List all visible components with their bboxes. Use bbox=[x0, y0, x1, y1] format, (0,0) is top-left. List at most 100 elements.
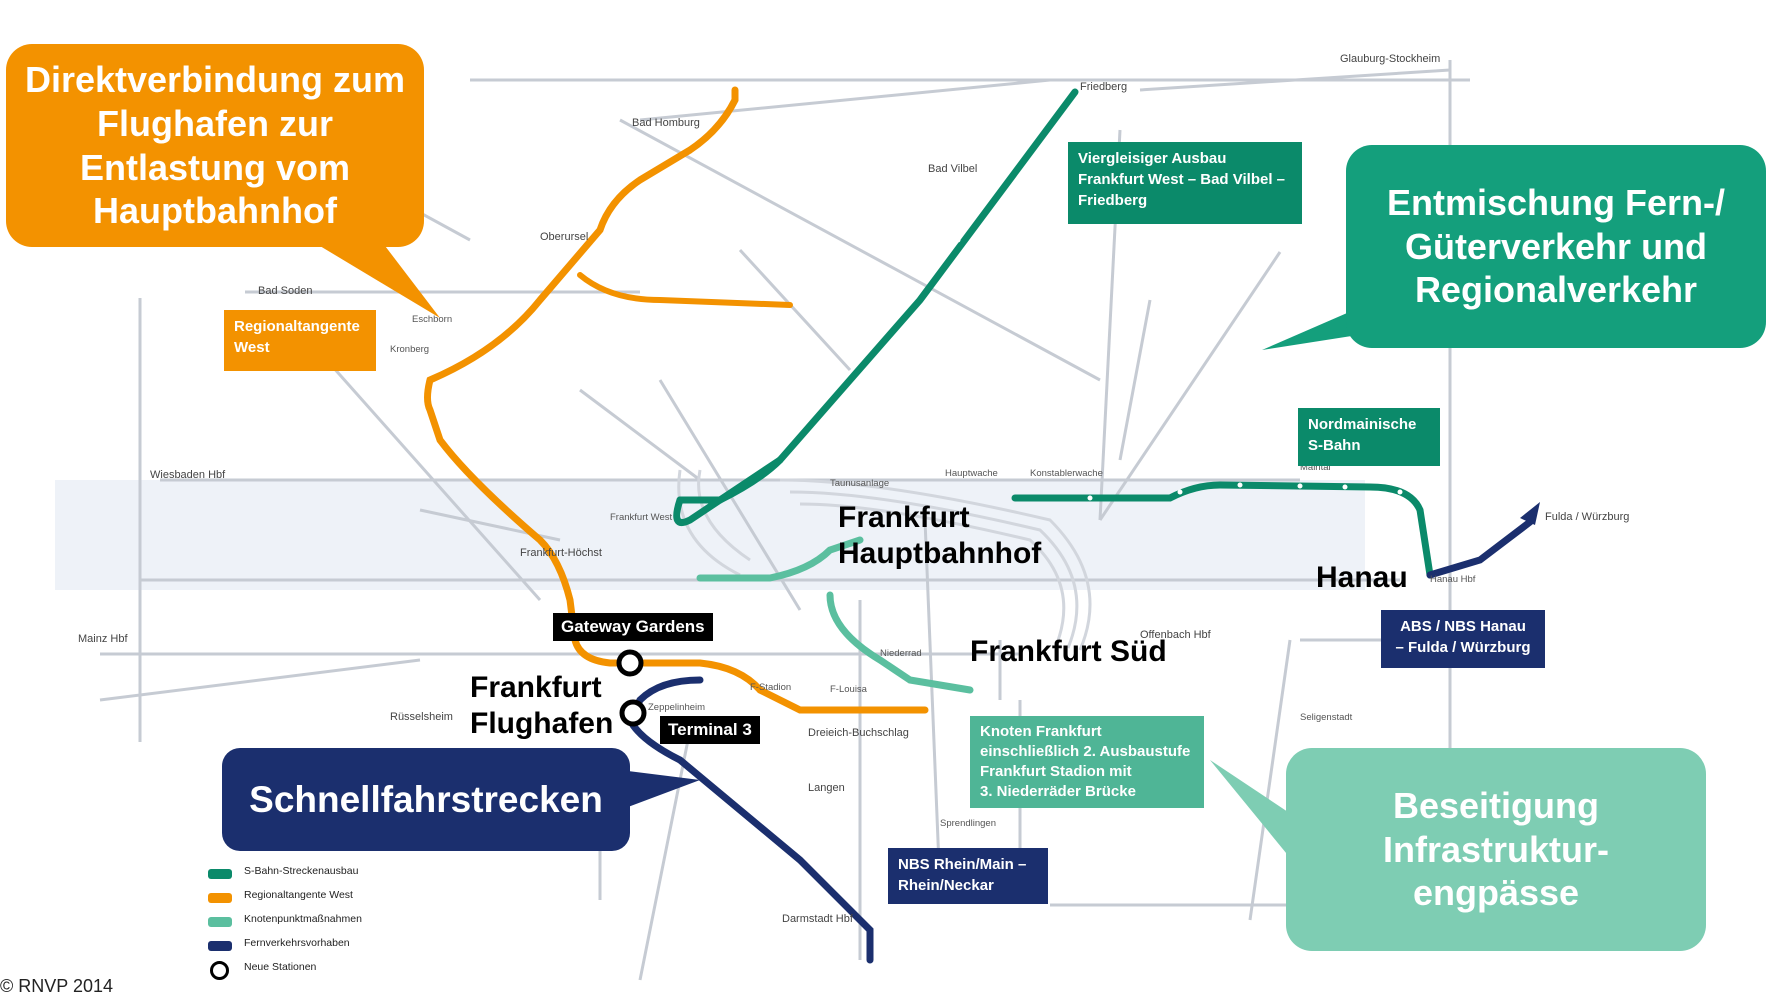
flughafen-station-ring bbox=[619, 699, 647, 727]
station-hbf-line2: Hauptbahnhof bbox=[838, 537, 1042, 570]
gateway-gardens-station-ring bbox=[616, 649, 644, 677]
legend-row: Regionaltangente West bbox=[206, 888, 426, 912]
tag-regionaltangente-west: Regionaltangente West bbox=[224, 310, 376, 371]
label-konstablerwache: Konstablerwache bbox=[1030, 468, 1103, 479]
legend-row: S-Bahn-Streckenausbau bbox=[206, 864, 426, 888]
station-flughafen-line2: Flughafen bbox=[470, 707, 614, 740]
tag-abs-nbs-hanau: ABS / NBS Hanau – Fulda / Würzburg bbox=[1381, 610, 1545, 668]
label-taunusanlage: Taunusanlage bbox=[830, 478, 889, 489]
station-flughafen-line1: Frankfurt bbox=[470, 671, 602, 704]
regionaltangente-branch-line bbox=[577, 272, 793, 308]
legend-label: Regionaltangente West bbox=[244, 889, 353, 901]
label-hanau-hbf: Hanau Hbf bbox=[1430, 574, 1476, 585]
tag-abs-line2: – Fulda / Würzburg bbox=[1395, 639, 1531, 656]
label-frankfurt-west: Frankfurt West bbox=[610, 512, 672, 523]
tag-regionaltangente-line2: West bbox=[234, 339, 270, 356]
sbahn-frankfurt-west-branch-line bbox=[673, 456, 784, 526]
label-fulda: Fulda / Würzburg bbox=[1545, 511, 1629, 523]
label-hoechst: Frankfurt-Höchst bbox=[520, 547, 602, 559]
station-label-hauptbahnhof: Frankfurt Hauptbahnhof bbox=[838, 500, 1041, 572]
minor-station-labels: Bad Homburg Friedberg Bad Vilbel Wiesbad… bbox=[78, 53, 1629, 925]
label-bad-homburg: Bad Homburg bbox=[632, 117, 700, 129]
label-seligenstadt: Seligenstadt bbox=[1300, 712, 1353, 723]
knoten-hbf-west-line bbox=[696, 536, 864, 582]
callout-high-speed-lines-text: Schnellfahrstrecken bbox=[249, 778, 603, 820]
tag-viergleisig-line1: Viergleisiger Ausbau bbox=[1078, 150, 1227, 167]
mint-callout-pointer bbox=[1210, 760, 1300, 870]
station-box-terminal-3: Terminal 3 bbox=[660, 716, 760, 744]
callout-unbundling-traffic: Entmischung Fern-/ Güterverkehr und Regi… bbox=[1346, 145, 1766, 348]
station-label-flughafen: Frankfurt Flughafen bbox=[470, 670, 613, 742]
label-mainz: Mainz Hbf bbox=[78, 633, 128, 645]
legend-row: Knotenpunktmaßnahmen bbox=[206, 912, 426, 936]
tag-nbs-line1: NBS Rhein/Main – bbox=[898, 856, 1027, 873]
label-louisa: F-Louisa bbox=[830, 684, 868, 695]
legend-swatch-knoten bbox=[208, 917, 232, 927]
label-langen: Langen bbox=[808, 782, 845, 794]
tag-knoten-line3: Frankfurt Stadion mit bbox=[980, 763, 1132, 780]
station-box-gateway-gardens: Gateway Gardens bbox=[553, 613, 713, 641]
tag-knoten-line4: 3. Niederräder Brücke bbox=[980, 783, 1136, 800]
sbahn-station-dots bbox=[955, 97, 1403, 501]
tag-abs-line1: ABS / NBS Hanau bbox=[1400, 618, 1526, 635]
legend-swatch-regiotangente bbox=[208, 893, 232, 903]
regionaltangente-west-line bbox=[424, 86, 929, 714]
label-niederrad: Niederrad bbox=[880, 648, 922, 659]
label-maintal: Maintal bbox=[1300, 462, 1331, 473]
label-wiesbaden: Wiesbaden Hbf bbox=[150, 469, 226, 481]
legend-label: Fernverkehrsvorhaben bbox=[244, 937, 350, 949]
source-credit: © RNVP 2014 bbox=[0, 976, 113, 996]
label-sprendlingen: Sprendlingen bbox=[940, 818, 996, 829]
label-darmstadt: Darmstadt Hbf bbox=[782, 913, 854, 925]
label-offenbach: Offenbach Hbf bbox=[1140, 629, 1212, 641]
hbf-track-rings bbox=[677, 469, 1092, 651]
label-dreieich: Dreieich-Buchschlag bbox=[808, 727, 909, 739]
tag-nordmainische-sbahn: Nordmainische S-Bahn bbox=[1298, 408, 1440, 466]
label-hauptwache: Hauptwache bbox=[945, 468, 998, 479]
abs-hanau-fulda-line bbox=[1426, 518, 1534, 579]
legend-swatch-sbahn bbox=[208, 869, 232, 879]
tag-nbs-line2: Rhein/Neckar bbox=[898, 877, 994, 894]
callout-direct-airport-text: Direktverbindung zum Flughafen zur Entla… bbox=[24, 58, 406, 232]
station-label-hanau: Hanau bbox=[1316, 561, 1408, 594]
legend-label: Knotenpunktmaßnahmen bbox=[244, 913, 362, 925]
tag-viergleisiger-ausbau: Viergleisiger Ausbau Frankfurt West – Ba… bbox=[1068, 142, 1302, 224]
callout-bottlenecks: Beseitigung Infrastruktur-engpässe bbox=[1286, 748, 1706, 951]
label-friedberg: Friedberg bbox=[1080, 81, 1127, 93]
station-label-frankfurt-sued: Frankfurt Süd bbox=[970, 635, 1167, 668]
label-bad-vilbel: Bad Vilbel bbox=[928, 163, 977, 175]
legend-swatch-fernverkehr bbox=[208, 941, 232, 951]
callout-bottlenecks-text: Beseitigung Infrastruktur-engpässe bbox=[1382, 784, 1610, 914]
callout-unbundling-traffic-text: Entmischung Fern-/ Güterverkehr und Regi… bbox=[1386, 181, 1725, 311]
label-kronberg: Kronberg bbox=[390, 344, 429, 355]
sbahn-friedberg-line bbox=[676, 88, 1079, 504]
label-ruesselsheim: Rüsselsheim bbox=[390, 711, 453, 723]
tag-viergleisig-line2: Frankfurt West – Bad Vilbel – bbox=[1078, 171, 1286, 188]
callout-high-speed-lines: Schnellfahrstrecken bbox=[222, 748, 630, 851]
tag-knoten-frankfurt: Knoten Frankfurt einschließlich 2. Ausba… bbox=[970, 716, 1204, 808]
label-glauburg: Glauburg-Stockheim bbox=[1340, 53, 1440, 65]
station-hbf-line1: Frankfurt bbox=[838, 501, 970, 534]
legend-label: Neue Stationen bbox=[244, 961, 317, 973]
label-bad-soden: Bad Soden bbox=[258, 285, 312, 297]
knoten-sued-line bbox=[826, 591, 974, 694]
tag-knoten-line1: Knoten Frankfurt bbox=[980, 723, 1102, 740]
legend-new-station-ring-icon bbox=[210, 961, 229, 980]
tag-nordmain-line2: S-Bahn bbox=[1308, 437, 1361, 454]
tag-viergleisig-line3: Friedberg bbox=[1078, 192, 1148, 209]
label-zeppelinheim: Zeppelinheim bbox=[648, 702, 705, 713]
legend-row: Neue Stationen bbox=[206, 960, 426, 984]
tag-nordmain-line1: Nordmainische bbox=[1308, 416, 1417, 433]
legend-row: Fernverkehrsvorhaben bbox=[206, 936, 426, 960]
tag-nbs-rhein-neckar: NBS Rhein/Main – Rhein/Neckar bbox=[888, 848, 1048, 904]
tag-knoten-line2: einschließlich 2. Ausbaustufe bbox=[980, 743, 1191, 760]
map-legend: S-Bahn-Streckenausbau Regionaltangente W… bbox=[206, 864, 426, 984]
blue-callout-pointer bbox=[620, 770, 700, 810]
callout-direct-airport: Direktverbindung zum Flughafen zur Entla… bbox=[6, 44, 424, 247]
label-eschborn: Eschborn bbox=[412, 314, 452, 325]
legend-label: S-Bahn-Streckenausbau bbox=[244, 865, 359, 877]
label-oberursel: Oberursel bbox=[540, 231, 588, 243]
tag-regionaltangente-line1: Regionaltangente bbox=[234, 318, 360, 335]
label-stadion: F-Stadion bbox=[750, 682, 791, 693]
fulda-direction-arrow bbox=[1520, 502, 1540, 525]
